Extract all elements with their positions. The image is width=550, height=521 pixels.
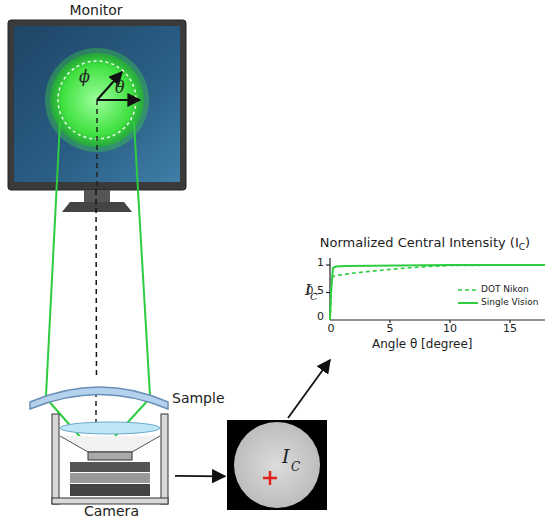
camera-label: Camera — [48, 503, 175, 519]
sample-label: Sample — [172, 390, 225, 406]
camera-illustration — [52, 414, 168, 504]
curve-single-vision — [330, 265, 545, 320]
flow-arrow — [175, 475, 225, 477]
lens-sample — [30, 387, 168, 409]
sample: Sample — [28, 378, 222, 412]
angle-symbol: ϕ — [79, 68, 90, 86]
chart-title: Normalized Central Intensity (I — [320, 235, 519, 250]
camera: Camera — [48, 408, 175, 521]
axis-tick: 15 — [498, 323, 522, 336]
chart-axes — [326, 258, 545, 323]
flow-arrow — [288, 360, 330, 418]
legend-text: Single Vision — [481, 297, 538, 307]
chart-title-line: Normalized Central Intensity (IC) — [300, 236, 550, 252]
axis-tick: 1 — [294, 257, 324, 270]
optical-axis-connector — [95, 190, 97, 378]
angle-symbol: θ — [115, 79, 125, 97]
axis-title-subscript: C — [310, 291, 318, 303]
monitor-illustration — [8, 20, 186, 212]
sensor-image: IC — [225, 418, 330, 512]
legend-sample-solid — [458, 302, 478, 304]
intensity-symbol: I — [282, 446, 290, 468]
monitor-label: Monitor — [5, 2, 187, 18]
axis-title: Angle θ [degree] — [372, 338, 473, 352]
monitor: Monitor ϕ θ — [5, 0, 187, 190]
axis-tick: 5 — [380, 323, 400, 336]
curve-dot-nikon — [330, 265, 545, 320]
axis-tick: 0 — [321, 323, 341, 336]
sensor-image — [227, 420, 327, 510]
legend-sample-dashed — [458, 289, 478, 291]
chart-title: ) — [525, 235, 530, 250]
light-rays — [46, 122, 150, 456]
axis-tick: 10 — [438, 323, 462, 336]
chart-title-subscript: C — [519, 242, 525, 252]
intensity-subscript: C — [291, 461, 300, 475]
axis-tick: 0 — [294, 311, 324, 324]
legend-text: DOT Nikon — [481, 284, 529, 294]
